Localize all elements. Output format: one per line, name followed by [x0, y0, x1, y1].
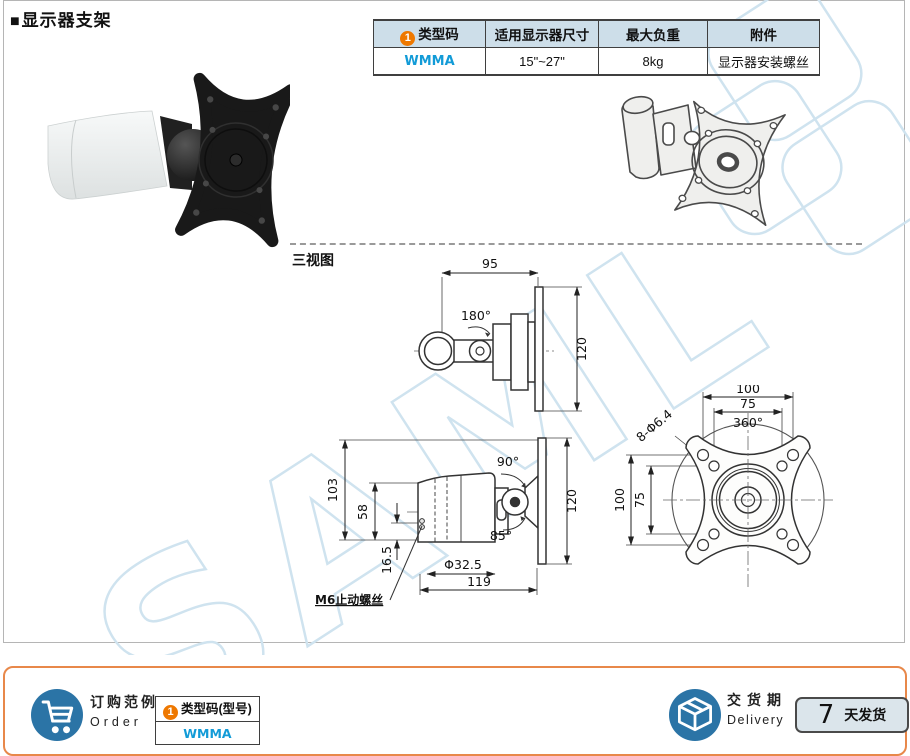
dimension-lines	[441, 270, 580, 412]
m6-screw-callout: M6止动螺丝	[315, 592, 383, 607]
spec-table-value-row: WMMA 15"~27" 8kg 显示器安装螺丝	[373, 47, 820, 76]
cart-icon	[41, 700, 74, 734]
order-icon-circle	[31, 689, 83, 741]
vesa-plate	[175, 72, 290, 248]
lead-time-box: 7 天发货	[795, 697, 909, 733]
delivery-label-en: Delivery	[727, 713, 785, 727]
product-photo	[47, 72, 290, 248]
delivery-label-cn: 交货期	[727, 692, 787, 708]
dim-120-sideview: 120	[564, 489, 579, 513]
spec-value-accessory: 显示器安装螺丝	[707, 47, 820, 76]
dim-75-top: 75	[740, 396, 756, 411]
spec-header-size: 适用显示器尺寸	[485, 19, 599, 48]
order-label-en: Order	[90, 715, 142, 729]
dim-120-topview: 120	[574, 337, 589, 361]
dim-90deg: 90°	[497, 454, 519, 469]
side-view-parts	[417, 437, 547, 565]
spec-header-accessory: 附件	[707, 19, 820, 48]
order-label-cn: 订购范例	[90, 694, 158, 710]
code-table-value-row: WMMA	[155, 721, 260, 745]
step-1-badge: 1	[400, 30, 416, 46]
side-view-drawing: 103 58 16.5 90° 85° Φ32.5 119 120 M6止动螺丝	[315, 437, 579, 607]
dim-16-5: 16.5	[379, 546, 394, 574]
dim-58: 58	[355, 504, 370, 520]
lead-time-number: 7	[817, 700, 835, 730]
dim-360deg: 360°	[733, 415, 763, 430]
spec-value-size: 15"~27"	[485, 47, 599, 76]
front-view-drawing: 100 75 360° 8-Φ6.4 100 75	[615, 385, 833, 587]
centerlines	[663, 413, 833, 587]
dim-100-top: 100	[736, 385, 760, 396]
content-border	[3, 0, 905, 643]
dim-dia-32-5: Φ32.5	[444, 557, 482, 572]
dim-119: 119	[467, 574, 491, 589]
dim-100-left: 100	[615, 488, 627, 512]
top-view-parts	[418, 286, 544, 412]
dashed-separator	[290, 243, 862, 245]
page-title: ■显示器支架	[10, 11, 112, 30]
dimension-lines	[628, 394, 794, 546]
code-table-value: WMMA	[155, 721, 260, 745]
three-view-label: 三视图	[292, 252, 334, 268]
lead-time-unit: 天发货	[844, 707, 887, 723]
spec-value-type-code: WMMA	[373, 47, 486, 76]
title-bullet: ■	[10, 13, 21, 30]
dimension-lines	[342, 437, 570, 593]
isometric-line-drawing	[621, 95, 786, 226]
order-labels: 订购范例 Order	[90, 692, 158, 729]
dim-95: 95	[482, 256, 498, 271]
spec-header-load: 最大负重	[598, 19, 708, 48]
dim-8-holes: 8-Φ6.4	[633, 406, 675, 445]
delivery-icon-circle	[669, 689, 721, 741]
package-box-icon	[678, 697, 712, 732]
dim-75-left: 75	[632, 492, 647, 508]
top-view-drawing: 95 180° 120	[414, 256, 589, 412]
dim-85deg: 85°	[490, 528, 512, 543]
dim-103: 103	[325, 478, 340, 502]
dim-180deg: 180°	[461, 308, 491, 323]
spec-value-load: 8kg	[598, 47, 708, 76]
step-1-badge-footer: 1	[163, 705, 178, 720]
delivery-labels: 交货期 Delivery	[727, 690, 787, 727]
